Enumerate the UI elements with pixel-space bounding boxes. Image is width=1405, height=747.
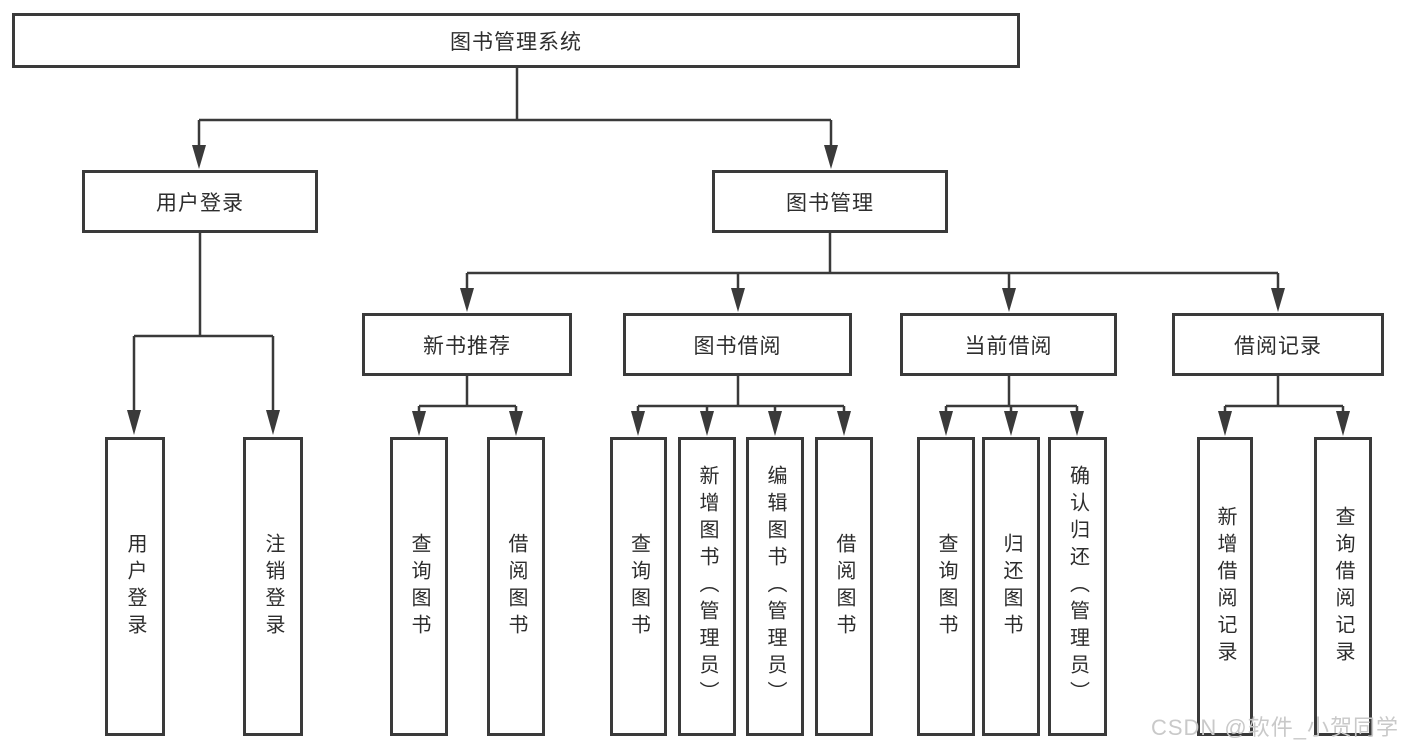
node-new-book-recommend: 新书推荐 — [362, 313, 572, 376]
leaf-add-book-admin: 新增图书（管理员） — [678, 437, 736, 736]
leaf-add-borrow-record: 新增借阅记录 — [1197, 437, 1253, 736]
leaf-user-login: 用户登录 — [105, 437, 165, 736]
leaf-borrow-books: 借阅图书 — [815, 437, 873, 736]
node-system-root: 图书管理系统 — [12, 13, 1020, 68]
node-book-borrow: 图书借阅 — [623, 313, 852, 376]
csdn-watermark: CSDN @软件_小贺同学 — [1150, 715, 1399, 740]
leaf-query-books-current: 查询图书 — [917, 437, 975, 736]
node-user-login: 用户登录 — [82, 170, 318, 233]
arrowheads — [127, 145, 1350, 436]
leaf-borrow-books-recommend: 借阅图书 — [487, 437, 545, 736]
leaf-return-books: 归还图书 — [982, 437, 1040, 736]
leaf-logout: 注销登录 — [243, 437, 303, 736]
leaf-confirm-return-admin: 确认归还（管理员） — [1048, 437, 1107, 736]
node-book-management: 图书管理 — [712, 170, 948, 233]
node-current-borrow: 当前借阅 — [900, 313, 1117, 376]
node-borrow-records: 借阅记录 — [1172, 313, 1384, 376]
leaf-query-books-recommend: 查询图书 — [390, 437, 448, 736]
leaf-query-borrow-record: 查询借阅记录 — [1314, 437, 1372, 736]
leaf-edit-book-admin: 编辑图书（管理员） — [746, 437, 804, 736]
leaf-query-books-borrow: 查询图书 — [610, 437, 667, 736]
